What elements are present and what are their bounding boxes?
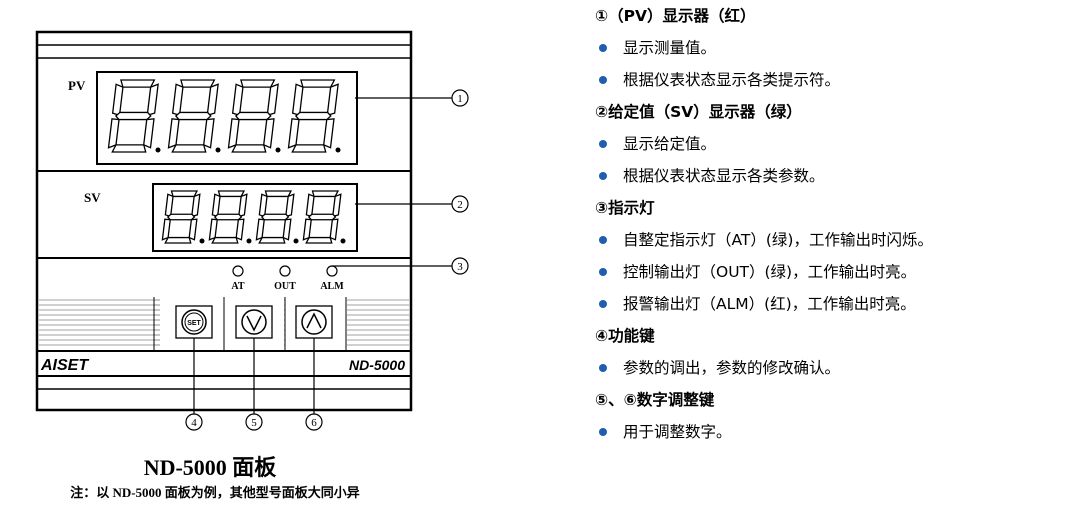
- up-key[interactable]: [295, 305, 333, 339]
- list-item: 参数的调出，参数的修改确认。: [595, 352, 1085, 384]
- pv-digit: [167, 79, 221, 153]
- model-label: ND-5000: [349, 357, 405, 373]
- down-key[interactable]: [235, 305, 273, 339]
- bullet-icon: [599, 172, 607, 180]
- sv-digit: [302, 190, 346, 244]
- bullet-icon: [599, 76, 607, 84]
- section-heading-pv: ①（PV）显示器（红）: [595, 7, 756, 25]
- sv-digit: [255, 190, 299, 244]
- list-item: 显示测量值。: [595, 32, 1085, 64]
- section-heading-leds: ③指示灯: [595, 199, 655, 217]
- list-item-text: 显示给定值。: [623, 135, 717, 153]
- callout-3: 3: [451, 257, 469, 275]
- bullet-icon: [599, 364, 607, 372]
- callout-1: 1: [451, 89, 469, 107]
- list-item-text: 参数的调出，参数的修改确认。: [623, 359, 841, 377]
- list-item-text: 根据仪表状态显示各类提示符。: [623, 71, 841, 89]
- sv-digits: [161, 190, 346, 244]
- description-panel: ①（PV）显示器（红） 显示测量值。 根据仪表状态显示各类提示符。 ②给定值（S…: [595, 0, 1085, 448]
- list-item: 用于调整数字。: [595, 416, 1085, 448]
- bullet-icon: [599, 44, 607, 52]
- pv-display: [96, 71, 358, 165]
- bullet-icon: [599, 236, 607, 244]
- sv-digit: [161, 190, 205, 244]
- list-item-text: 报警输出灯（ALM）(红)，工作输出时亮。: [623, 295, 916, 313]
- list-item: 根据仪表状态显示各类参数。: [595, 160, 1085, 192]
- callout-6: 6: [305, 413, 323, 431]
- svg-text:6: 6: [311, 417, 317, 429]
- set-key[interactable]: SET: [175, 305, 213, 339]
- led-out: [279, 265, 291, 277]
- bullet-icon: [599, 140, 607, 148]
- sv-digit: [208, 190, 252, 244]
- brand-label: AISET: [40, 357, 89, 374]
- sv-display: [152, 183, 358, 252]
- svg-text:1: 1: [457, 93, 463, 105]
- section-heading-number-keys: ⑤、⑥数字调整键: [595, 391, 715, 409]
- svg-text:2: 2: [457, 199, 463, 211]
- callout-4: 4: [185, 413, 203, 431]
- led-label-alm: ALM: [320, 281, 344, 292]
- list-item: 报警输出灯（ALM）(红)，工作输出时亮。: [595, 288, 1085, 320]
- section-heading-function-key: ④功能键: [595, 327, 655, 345]
- svg-text:3: 3: [457, 261, 463, 273]
- list-item: 自整定指示灯（AT）(绿)，工作输出时闪烁。: [595, 224, 1085, 256]
- panel-note: 注：以 ND-5000 面板为例，其他型号面板大同小异: [70, 485, 360, 500]
- led-label-out: OUT: [274, 281, 296, 292]
- panel-title: ND-5000 面板: [143, 455, 277, 480]
- list-item-text: 自整定指示灯（AT）(绿)，工作输出时闪烁。: [623, 231, 933, 249]
- bullet-icon: [599, 268, 607, 276]
- list-item-text: 根据仪表状态显示各类参数。: [623, 167, 825, 185]
- sv-label: SV: [84, 190, 101, 205]
- callout-2: 2: [451, 195, 469, 213]
- section-heading-sv: ②给定值（SV）显示器（绿）: [595, 103, 802, 121]
- pv-digit: [107, 79, 161, 153]
- chevron-up-icon: [306, 312, 322, 329]
- callout-5: 5: [245, 413, 263, 431]
- pv-digit: [287, 79, 341, 153]
- chevron-down-icon: [246, 315, 262, 332]
- led-alm: [326, 265, 338, 277]
- pv-label: PV: [68, 78, 86, 93]
- list-item: 根据仪表状态显示各类提示符。: [595, 64, 1085, 96]
- list-item-text: 显示测量值。: [623, 39, 717, 57]
- led-at: [232, 265, 244, 277]
- list-item: 控制输出灯（OUT）(绿)，工作输出时亮。: [595, 256, 1085, 288]
- bullet-icon: [599, 300, 607, 308]
- led-label-at: AT: [231, 281, 244, 292]
- list-item: 显示给定值。: [595, 128, 1085, 160]
- list-item-text: 用于调整数字。: [623, 423, 732, 441]
- bullet-icon: [599, 428, 607, 436]
- panel-outer-frame: [35, 30, 413, 412]
- list-item-text: 控制输出灯（OUT）(绿)，工作输出时亮。: [623, 263, 917, 281]
- pv-digits: [107, 79, 341, 153]
- pv-digit: [227, 79, 281, 153]
- svg-text:5: 5: [251, 417, 257, 429]
- set-key-label: SET: [187, 320, 201, 327]
- svg-text:4: 4: [191, 417, 197, 429]
